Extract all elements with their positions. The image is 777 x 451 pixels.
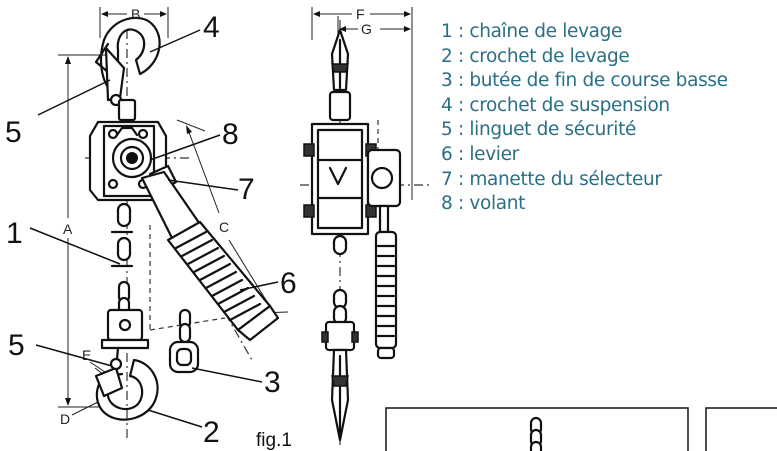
callout-5-top: 5 xyxy=(5,116,22,149)
figure-label: fig.1 xyxy=(256,430,292,451)
side-grip-texture xyxy=(376,244,396,338)
callout-7: 7 xyxy=(238,173,255,206)
legend-item-6: 6 : levier xyxy=(441,143,519,165)
callout-6: 6 xyxy=(280,267,297,300)
legend-item-3: 3 : butée de fin de course basse xyxy=(441,70,728,92)
lever-grip-texture xyxy=(174,230,262,322)
dimension-c: C xyxy=(219,219,229,235)
callout-numbers: 4 5 8 7 1 6 5 3 2 xyxy=(5,11,297,449)
dimension-a: A xyxy=(63,221,73,237)
legend-item-1: 1 : chaîne de levage xyxy=(441,21,623,42)
dimension-letters: B F G A C E D xyxy=(60,6,372,427)
legend-item-8: 8 : volant xyxy=(441,193,525,215)
parts-legend: 1 : chaîne de levage 2 : crochet de leva… xyxy=(441,20,728,217)
callout-4: 4 xyxy=(203,11,220,44)
front-view xyxy=(88,16,280,421)
legend-item-7: 7 : manette du sélecteur xyxy=(441,168,662,190)
load-chain xyxy=(110,202,134,318)
dimension-d: D xyxy=(60,411,70,427)
callout-3: 3 xyxy=(264,366,281,399)
legend-item-5: 5 : linguet de sécurité xyxy=(441,119,637,141)
legend-item-4: 4 : crochet de suspension xyxy=(441,94,670,116)
callout-2: 2 xyxy=(203,416,220,449)
legend-item-2: 2 : crochet de levage xyxy=(441,45,630,67)
dimension-f: F xyxy=(356,6,365,22)
leader-lines xyxy=(29,29,279,428)
callout-8: 8 xyxy=(222,118,239,151)
dimension-e: E xyxy=(82,347,91,363)
bottom-frames xyxy=(385,407,777,451)
dimension-g: G xyxy=(361,21,372,37)
side-view xyxy=(303,28,402,442)
dimension-b: B xyxy=(131,6,140,22)
callout-1: 1 xyxy=(6,217,23,250)
callout-5-bottom: 5 xyxy=(8,329,25,362)
